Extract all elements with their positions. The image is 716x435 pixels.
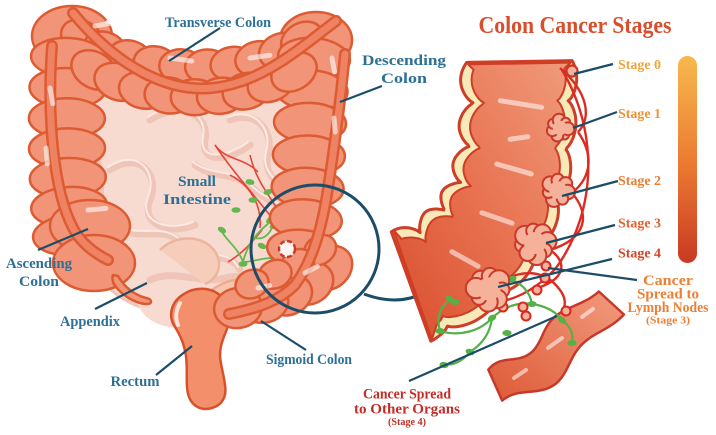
svg-text:Descending: Descending bbox=[362, 53, 447, 69]
svg-text:Rectum: Rectum bbox=[111, 374, 160, 390]
svg-text:(Stage 3): (Stage 3) bbox=[646, 316, 691, 327]
svg-text:Spread to: Spread to bbox=[637, 287, 699, 303]
svg-text:(Stage 4): (Stage 4) bbox=[388, 417, 426, 428]
svg-text:Stage 0: Stage 0 bbox=[618, 58, 661, 73]
svg-text:Stage 3: Stage 3 bbox=[618, 217, 661, 232]
svg-text:Colon: Colon bbox=[381, 71, 428, 87]
svg-text:Colon Cancer Stages: Colon Cancer Stages bbox=[479, 13, 672, 39]
svg-text:Appendix: Appendix bbox=[60, 314, 120, 330]
svg-text:Transverse Colon: Transverse Colon bbox=[165, 15, 272, 31]
svg-text:Stage 2: Stage 2 bbox=[618, 174, 661, 189]
svg-text:Ascending: Ascending bbox=[6, 256, 72, 272]
svg-text:Cancer Spread: Cancer Spread bbox=[363, 387, 452, 403]
svg-text:Colon: Colon bbox=[19, 274, 60, 290]
svg-text:Stage 1: Stage 1 bbox=[618, 107, 661, 122]
svg-text:Intestine: Intestine bbox=[163, 192, 231, 208]
svg-text:Stage 4: Stage 4 bbox=[618, 247, 661, 262]
svg-text:Sigmoid Colon: Sigmoid Colon bbox=[266, 352, 353, 368]
svg-text:Cancer: Cancer bbox=[643, 273, 694, 289]
svg-text:Lymph Nodes: Lymph Nodes bbox=[628, 300, 709, 316]
svg-text:Small: Small bbox=[178, 174, 216, 190]
svg-text:to Other Organs: to Other Organs bbox=[354, 402, 460, 418]
